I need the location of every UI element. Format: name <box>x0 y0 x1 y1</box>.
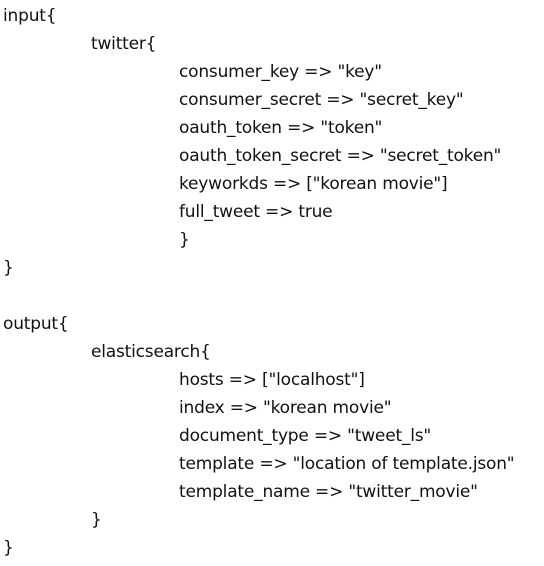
input-block-close: } <box>3 258 14 278</box>
setting-line: keyworkds => ["korean movie"] <box>179 174 448 194</box>
setting-line: consumer_secret => "secret_key" <box>179 90 464 110</box>
output-block-open: output{ <box>3 314 69 334</box>
setting-line: oauth_token => "token" <box>179 118 383 138</box>
setting-line: hosts => ["localhost"] <box>179 370 365 390</box>
twitter-plugin-open: twitter{ <box>91 34 157 54</box>
setting-line: document_type => "tweet_ls" <box>179 426 432 446</box>
setting-line: consumer_key => "key" <box>179 62 382 82</box>
elasticsearch-plugin-close: } <box>91 510 102 530</box>
setting-line: oauth_token_secret => "secret_token" <box>179 146 502 166</box>
elasticsearch-plugin-open: elasticsearch{ <box>91 342 211 362</box>
input-block-open: input{ <box>3 6 57 26</box>
output-block-close: } <box>3 538 14 558</box>
setting-line: index => "korean movie" <box>179 398 392 418</box>
twitter-plugin-close: } <box>179 230 190 250</box>
setting-line: template_name => "twitter_movie" <box>179 482 478 502</box>
setting-line: full_tweet => true <box>179 202 333 222</box>
setting-line: template => "location of template.json" <box>179 454 515 474</box>
